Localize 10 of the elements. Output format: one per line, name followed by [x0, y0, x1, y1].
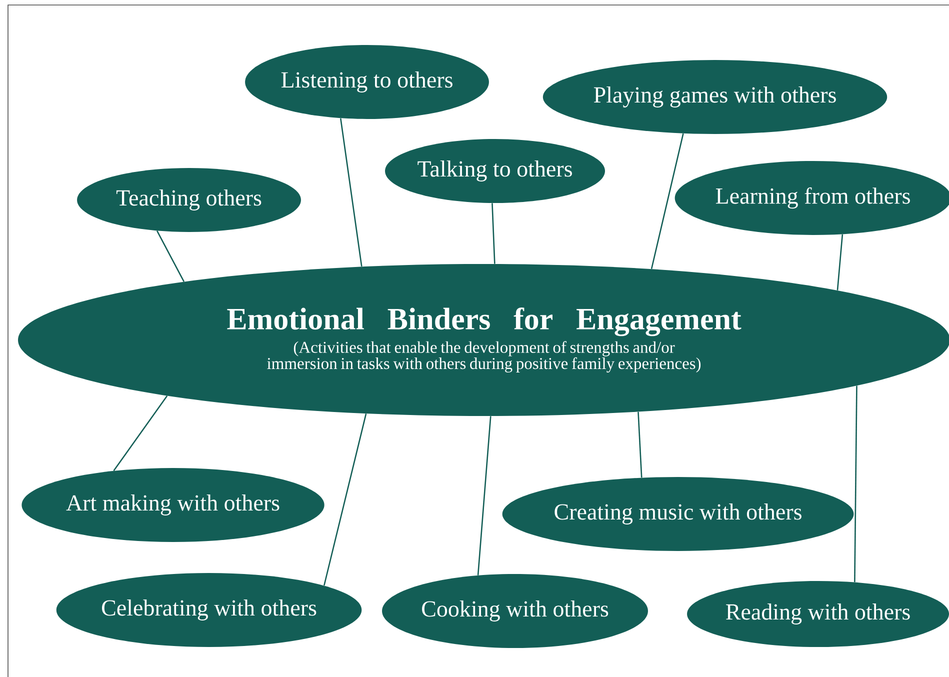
- connector-line: [324, 414, 367, 586]
- connector-line: [650, 133, 684, 270]
- connector-line: [113, 396, 168, 472]
- connector-line: [340, 118, 362, 267]
- connector-line: [836, 234, 844, 290]
- connector-line: [854, 386, 858, 582]
- connector-line: [638, 412, 642, 478]
- connector-line: [156, 230, 185, 282]
- connector-line: [477, 416, 492, 576]
- connector-line: [492, 203, 496, 264]
